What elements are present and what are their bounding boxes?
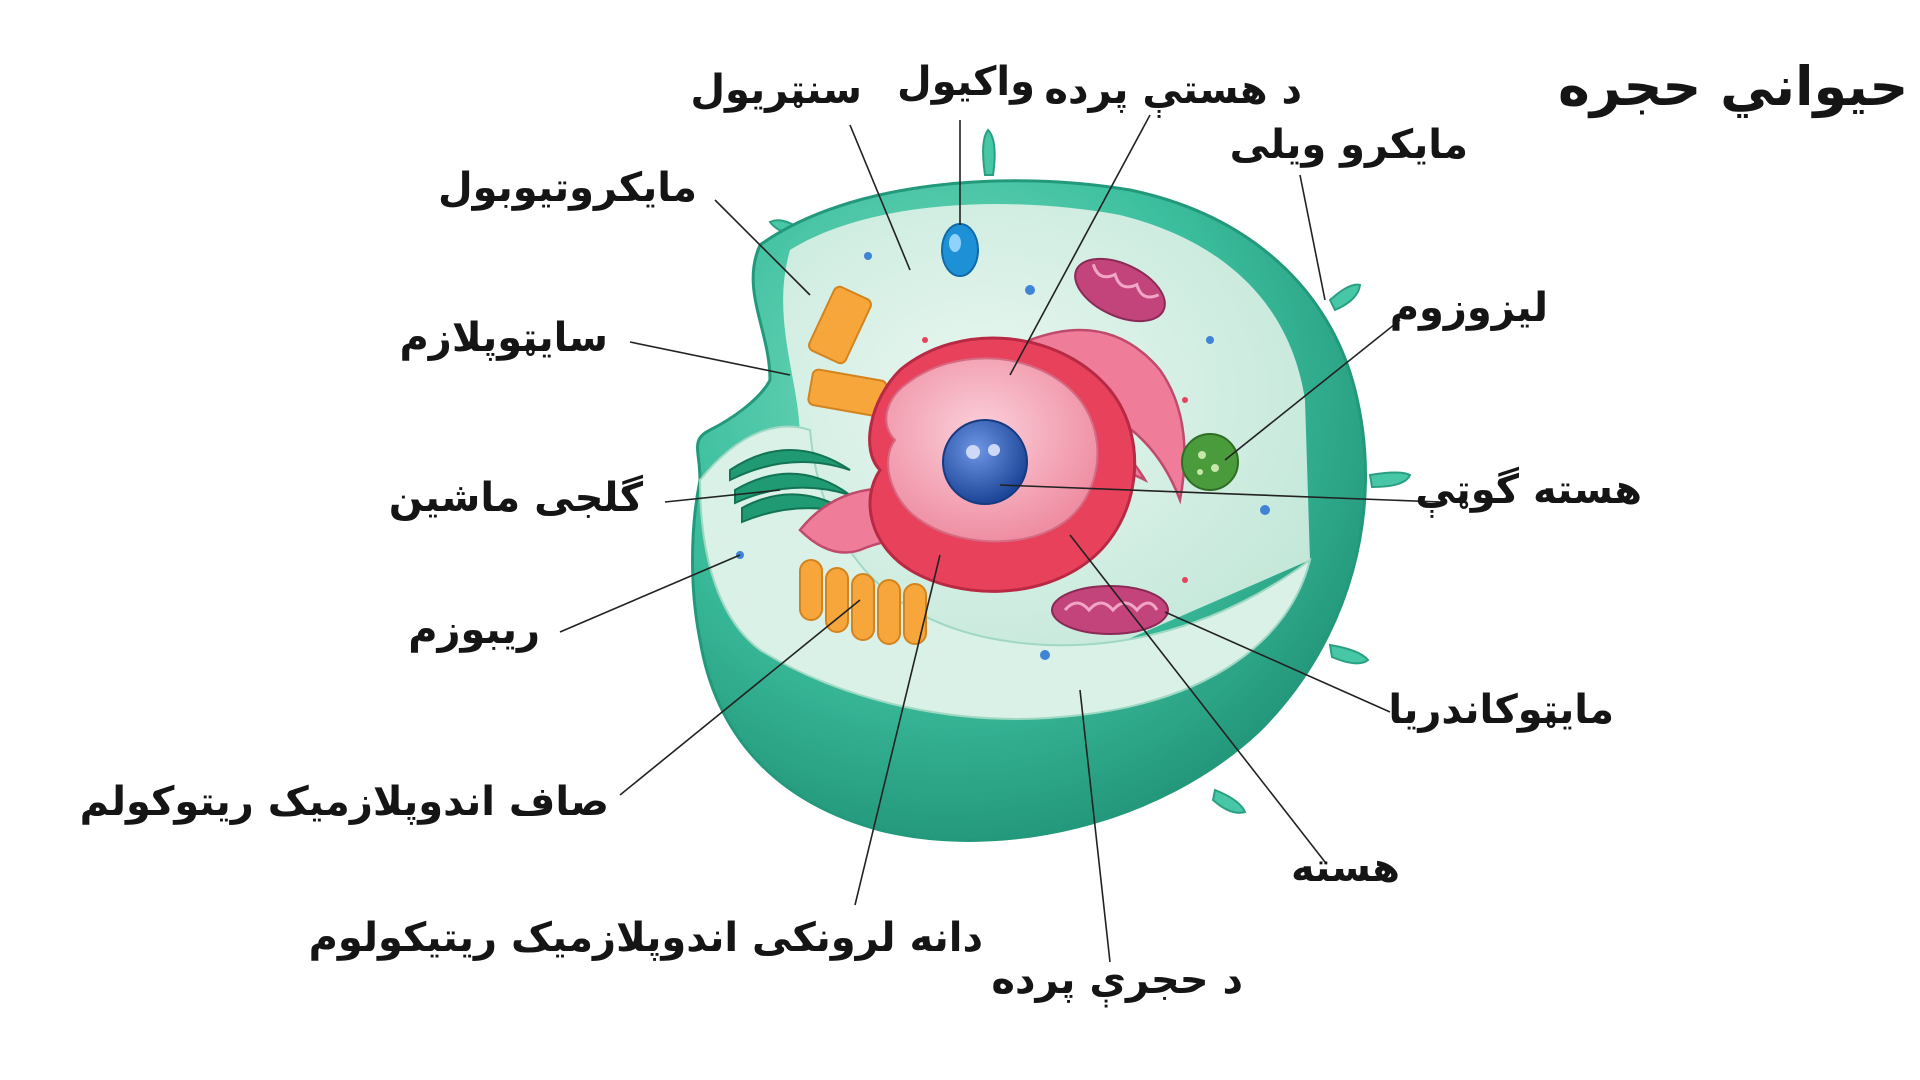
label-cytoplasm: سايټوپلازم <box>399 315 608 361</box>
microvillus <box>1328 283 1362 312</box>
leader-nucleolus <box>999 484 1441 503</box>
leader-lines <box>559 114 1441 963</box>
leader-lysosome <box>1224 319 1401 461</box>
lysosome-granule <box>1211 464 1219 472</box>
leader-nucleus <box>1069 534 1326 863</box>
label-lysosome: ليزوزوم <box>1389 285 1548 331</box>
label-nuclear-membrane: د هستې پرده <box>1044 67 1302 113</box>
leader-mitochondria <box>1164 611 1391 713</box>
ribosome-dot <box>1182 577 1188 583</box>
mitochondrion-cristae <box>1091 263 1160 299</box>
ribosome-dot <box>1025 285 1035 295</box>
cytoplasm-cut-surface <box>698 425 1312 720</box>
ribosome-dot <box>1182 397 1188 403</box>
mitochondrion-cristae <box>1063 601 1159 613</box>
nucleolus-spot <box>988 444 1000 456</box>
leader-microtubule <box>714 199 811 296</box>
ribosome-dot <box>922 337 928 343</box>
ribosome-dot <box>1206 336 1214 344</box>
mitochondrion-outer <box>1051 585 1169 635</box>
label-golgi: گلجی ماشين <box>388 475 643 521</box>
nucleolus-spot <box>966 445 980 459</box>
centriole-group <box>807 285 888 418</box>
leader-cytoplasm <box>629 341 791 376</box>
label-nucleus: هسته <box>1290 845 1400 891</box>
microvillus <box>982 128 996 176</box>
label-centriole: سنټريول <box>690 67 862 113</box>
label-mitochondria: مايټوکاندريا <box>1388 687 1614 733</box>
microvillus <box>1211 788 1247 814</box>
leader-smooth-er <box>619 599 861 796</box>
label-nucleolus: هسته گوټې <box>1415 467 1642 513</box>
mitochondrion <box>1051 585 1169 635</box>
vacuole <box>941 223 979 277</box>
centriole <box>808 285 872 365</box>
smooth-er-tube <box>877 579 901 645</box>
smooth-er-tube <box>903 583 927 645</box>
leader-rough-er <box>854 554 941 906</box>
leader-nuclear-membrane <box>1009 114 1151 376</box>
golgi-cisterna <box>729 449 851 482</box>
mitochondrion <box>1074 257 1166 323</box>
ribosome-dot <box>1260 505 1270 515</box>
smooth-er-tube <box>825 567 849 633</box>
lysosome <box>1181 433 1239 491</box>
nucleolus <box>942 419 1028 505</box>
leader-microvilli <box>1299 174 1326 301</box>
label-microtubule: مايکروتيوبول <box>437 165 697 211</box>
leader-golgi <box>664 489 781 503</box>
page-title: حيواني حجره <box>1558 55 1909 118</box>
leader-ribosome <box>559 554 741 633</box>
label-cell-membrane: د حجرې پرده <box>991 957 1243 1003</box>
ribosome-dot <box>864 252 872 260</box>
label-microvilli: مايکرو ويلی <box>1229 122 1468 168</box>
leader-centriole <box>849 124 911 271</box>
label-vacuole: واکيول <box>897 59 1035 105</box>
lysosome-granule <box>1198 451 1206 459</box>
ribosome-dots <box>736 252 1270 660</box>
label-smooth-er: صاف اندوپلازميک ريتوکولم <box>79 779 609 825</box>
smooth-er-tube <box>799 559 823 621</box>
label-rough-er: دانه لرونکی اندوپلازميک ريتيکولوم <box>308 915 983 961</box>
lysosome-granule <box>1197 469 1203 475</box>
label-ribosome: ريبوزم <box>408 607 540 653</box>
microvillus <box>1368 471 1412 489</box>
microvillus <box>1328 643 1370 665</box>
ribosome-dot <box>1040 650 1050 660</box>
vacuole-highlight <box>949 234 961 252</box>
smooth-er-tube <box>851 573 875 641</box>
leader-cell-membrane <box>1079 689 1111 963</box>
